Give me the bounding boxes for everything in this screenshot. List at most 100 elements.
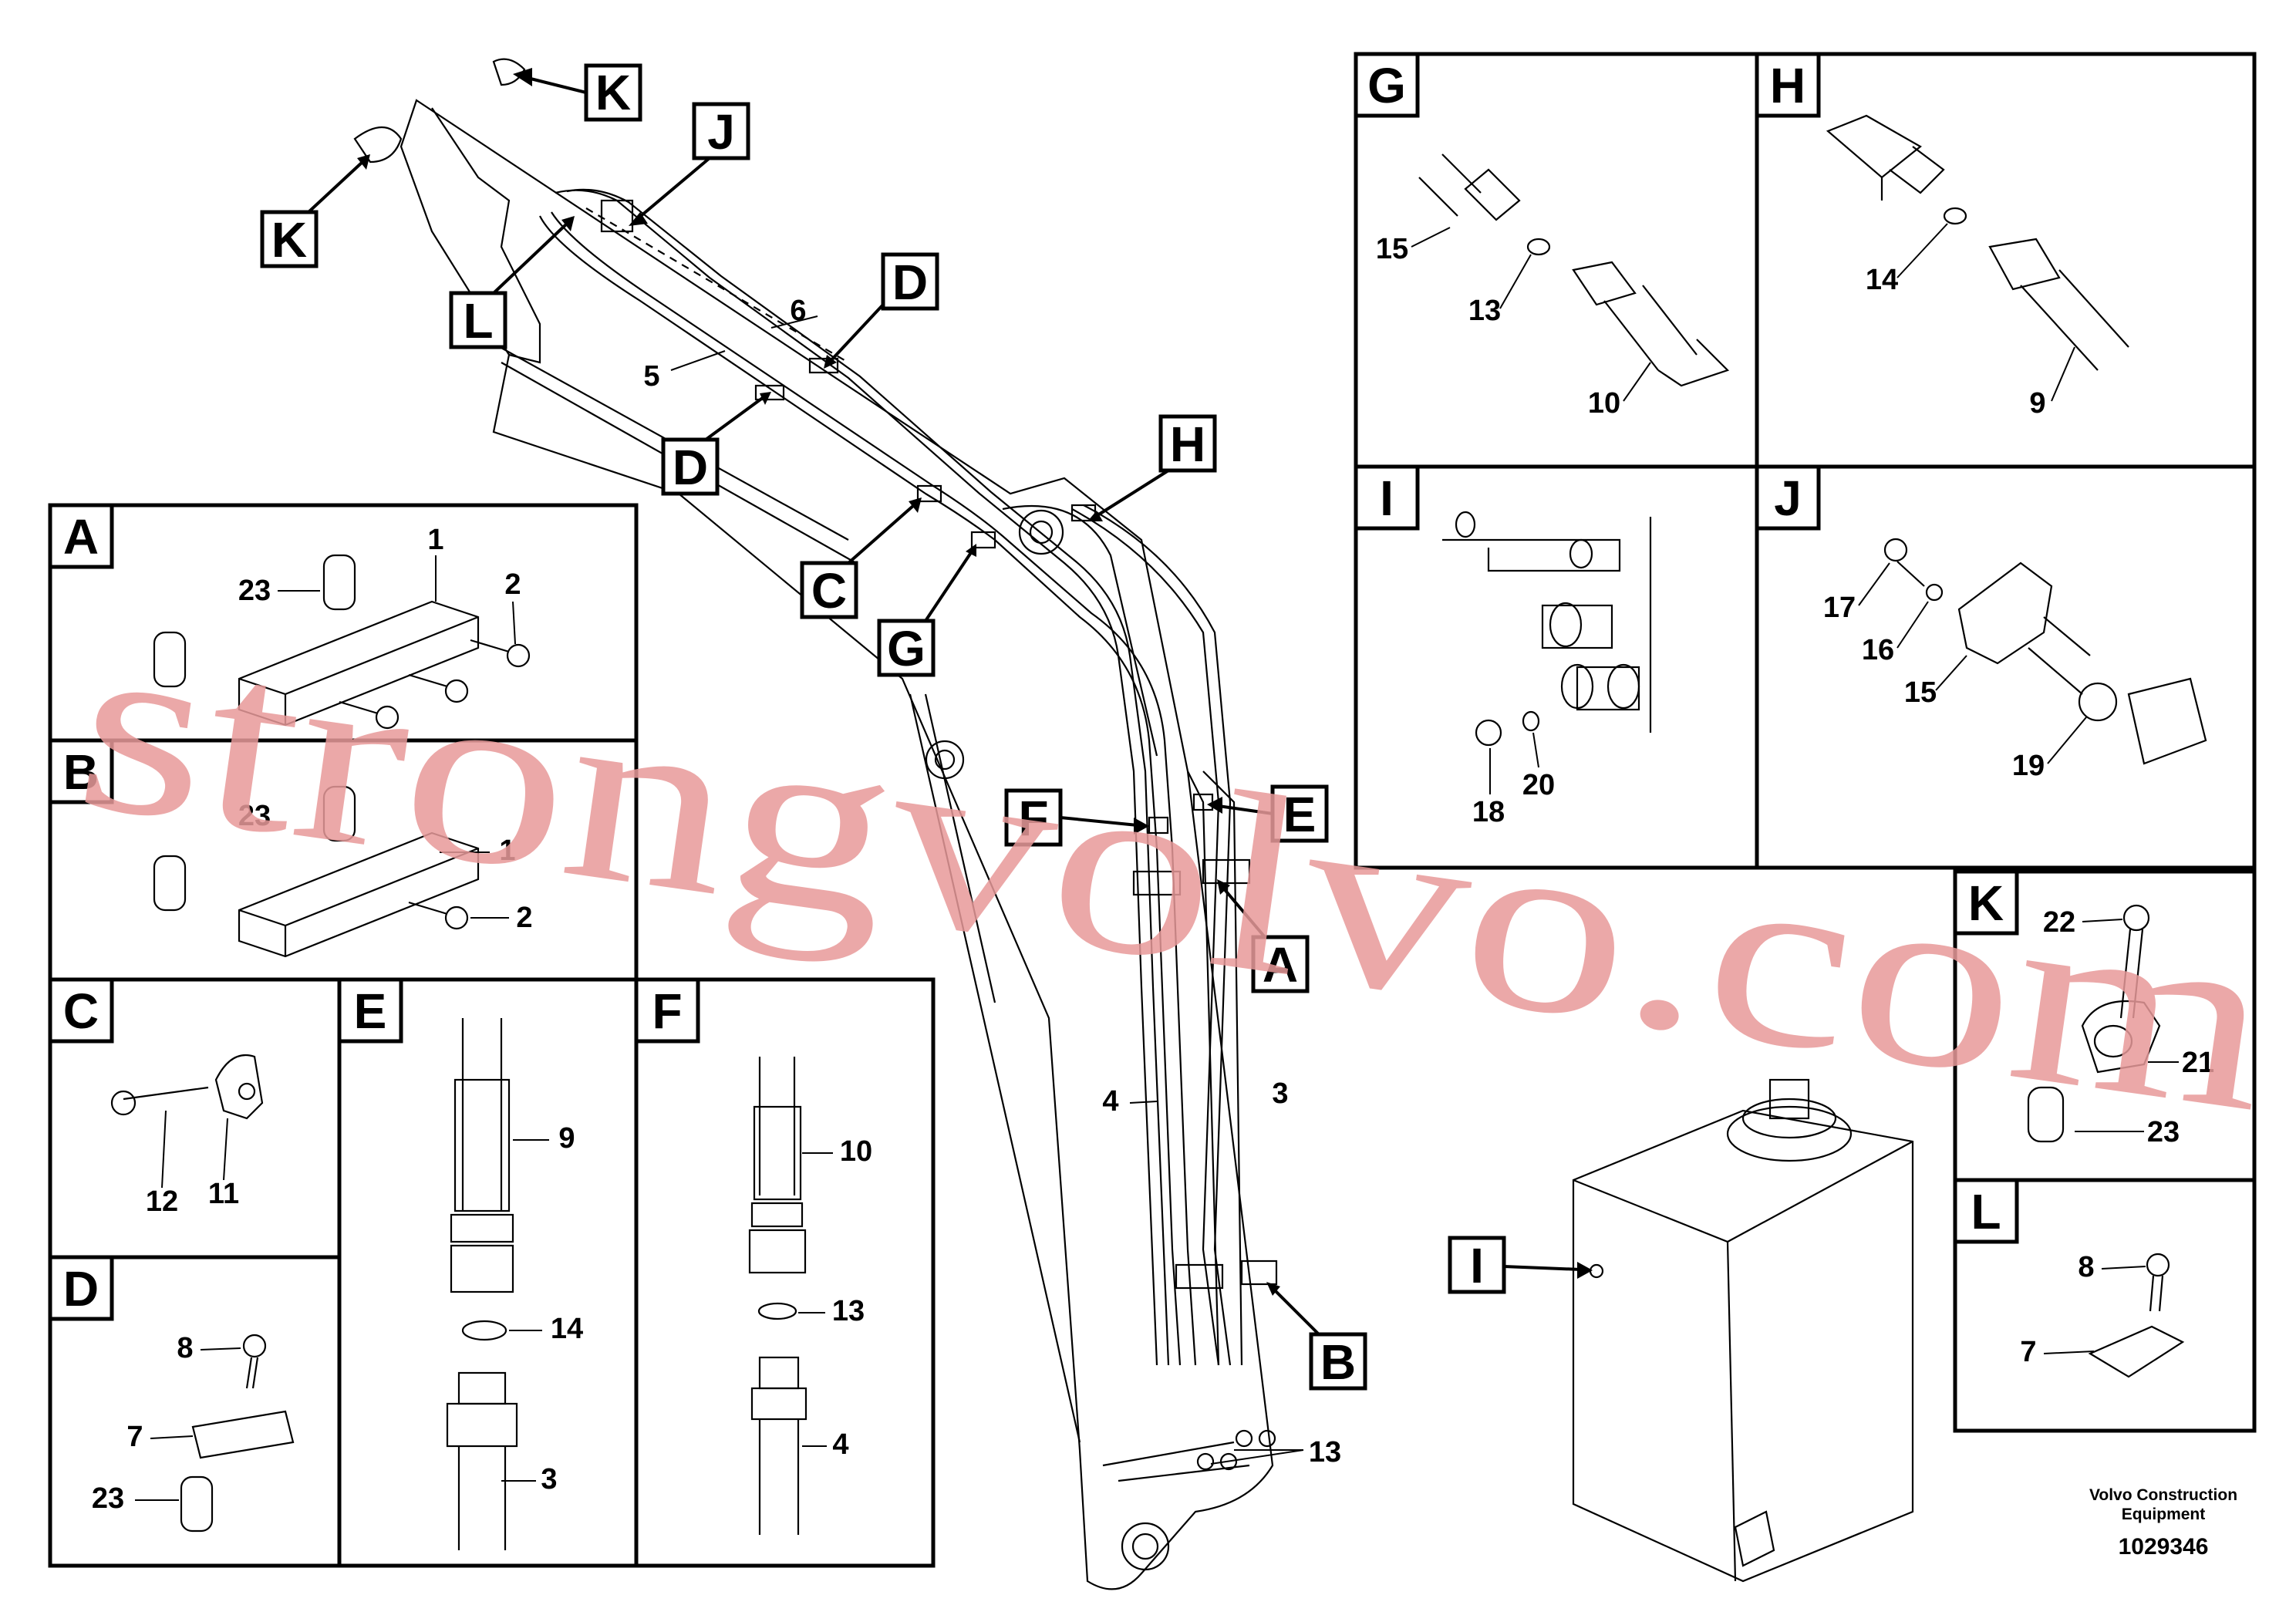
callout-k-top xyxy=(584,63,642,122)
panel-f-label-4: 4 xyxy=(832,1428,848,1461)
panel-d-letter: D xyxy=(63,1261,99,1317)
panel-k-label-23: 23 xyxy=(2147,1116,2180,1148)
main-num-13: 13 xyxy=(1309,1436,1341,1469)
panel-c-label-11: 11 xyxy=(208,1178,239,1210)
footer-company-line1: Volvo Construction xyxy=(2089,1486,2237,1504)
tank-illustration xyxy=(1572,1078,1914,1583)
panel-f-label-10: 10 xyxy=(840,1135,872,1168)
panel-b-letter: B xyxy=(63,744,99,800)
callout-g-label: G xyxy=(887,621,925,676)
callout-i xyxy=(1448,1236,1506,1294)
panel-l-letter: L xyxy=(1971,1184,2001,1239)
callout-f xyxy=(1004,788,1063,847)
callout-l xyxy=(449,291,507,349)
panel-e: E 9 14 3 xyxy=(337,977,639,1568)
panel-j: J 17 16 15 19 xyxy=(1755,464,2257,870)
callout-k-top-leader xyxy=(524,76,587,94)
panel-i-label-18: 18 xyxy=(1472,796,1505,828)
panel-g: G 15 13 10 xyxy=(1354,52,1759,469)
panel-g-label-13: 13 xyxy=(1468,295,1501,327)
panel-f-letter: F xyxy=(652,983,682,1039)
panel-h-label-9: 9 xyxy=(2029,387,2045,420)
main-num-4: 4 xyxy=(1102,1085,1118,1118)
panel-j-label-15: 15 xyxy=(1904,676,1937,709)
main-part-numbers: 6 5 4 3 13 xyxy=(643,295,1341,1469)
callout-k-top-label: K xyxy=(595,65,631,120)
panel-b-label-23: 23 xyxy=(238,800,271,832)
callout-d-lower xyxy=(661,437,720,496)
panel-g-label-15: 15 xyxy=(1376,233,1408,265)
panel-j-label-16: 16 xyxy=(1862,634,1894,666)
panel-d-label-23: 23 xyxy=(92,1482,124,1515)
callout-j xyxy=(692,102,750,160)
panel-k-label-22: 22 xyxy=(2043,906,2075,939)
callout-e-label: E xyxy=(1283,787,1317,842)
panel-h-label-14: 14 xyxy=(1866,264,1898,296)
callout-f-label: F xyxy=(1018,791,1048,846)
panel-e-letter: E xyxy=(354,983,387,1039)
panel-a: A 23 1 2 xyxy=(48,503,639,743)
panel-e-label-9: 9 xyxy=(558,1122,575,1155)
panel-i: I 18 20 xyxy=(1354,464,1759,870)
callout-b-label: B xyxy=(1320,1334,1356,1390)
panel-d: D 8 7 23 xyxy=(48,1255,342,1568)
main-num-5: 5 xyxy=(643,360,659,393)
panel-c-label-12: 12 xyxy=(146,1185,178,1218)
panel-g-label-10: 10 xyxy=(1588,387,1620,420)
boom-illustration xyxy=(353,58,1278,1590)
panel-l-label-7: 7 xyxy=(2020,1336,2036,1368)
panel-a-label-1: 1 xyxy=(427,524,443,556)
callout-e xyxy=(1270,784,1329,843)
callout-d-upper xyxy=(881,252,939,311)
callout-k-left xyxy=(260,210,319,268)
main-num-3: 3 xyxy=(1272,1077,1288,1110)
panel-g-letter: G xyxy=(1367,58,1406,113)
panel-f-label-13: 13 xyxy=(832,1295,865,1327)
panel-a-label-2: 2 xyxy=(504,568,521,601)
panel-e-label-3: 3 xyxy=(541,1463,557,1496)
panel-c: C 12 11 xyxy=(48,977,342,1259)
callout-j-label: J xyxy=(707,104,735,160)
panel-c-letter: C xyxy=(63,983,99,1039)
callout-d-lower-label: D xyxy=(673,440,708,495)
watermark: strongvolvo.com xyxy=(63,579,2287,1165)
callout-d-upper-label: D xyxy=(892,255,928,310)
panel-j-label-17: 17 xyxy=(1823,592,1856,624)
callout-h xyxy=(1158,414,1217,473)
main-callouts: K K J L D D C G xyxy=(260,63,1593,1391)
callout-a xyxy=(1251,935,1310,993)
panel-j-letter: J xyxy=(1774,470,1802,526)
panel-d-label-7: 7 xyxy=(126,1421,143,1453)
footer: Volvo Construction Equipment 1029346 xyxy=(2089,1486,2237,1560)
panel-k: K 22 21 23 xyxy=(1953,869,2257,1182)
callout-c xyxy=(800,561,858,619)
panel-b-label-1: 1 xyxy=(499,835,515,867)
panel-i-letter: I xyxy=(1380,470,1394,526)
main-num-6: 6 xyxy=(790,295,806,327)
callout-c-label: C xyxy=(811,563,847,619)
panel-d-label-8: 8 xyxy=(177,1332,193,1364)
panel-l: L 8 7 xyxy=(1953,1178,2257,1433)
panel-h: H 14 9 xyxy=(1755,52,2257,469)
callout-k-left-label: K xyxy=(271,212,307,268)
panel-h-letter: H xyxy=(1770,58,1805,113)
panel-e-label-14: 14 xyxy=(551,1313,583,1345)
footer-company-line2: Equipment xyxy=(2122,1506,2206,1523)
panel-i-label-20: 20 xyxy=(1522,769,1555,801)
callout-a-label: A xyxy=(1263,937,1298,993)
callout-i-label: I xyxy=(1470,1238,1484,1293)
callout-g xyxy=(877,619,936,677)
panel-a-letter: A xyxy=(63,509,99,565)
callout-b xyxy=(1309,1332,1367,1391)
panel-k-label-21: 21 xyxy=(2182,1047,2214,1079)
panel-l-label-8: 8 xyxy=(2078,1251,2094,1283)
callout-h-label: H xyxy=(1170,416,1205,472)
footer-drawing-number: 1029346 xyxy=(2119,1534,2209,1560)
panel-a-label-23: 23 xyxy=(238,575,271,607)
panel-b-label-2: 2 xyxy=(516,902,532,934)
panel-j-label-19: 19 xyxy=(2012,750,2045,782)
panel-f: F 10 13 4 xyxy=(634,977,936,1568)
callout-l-label: L xyxy=(463,293,493,349)
panel-k-letter: K xyxy=(1968,875,2004,931)
